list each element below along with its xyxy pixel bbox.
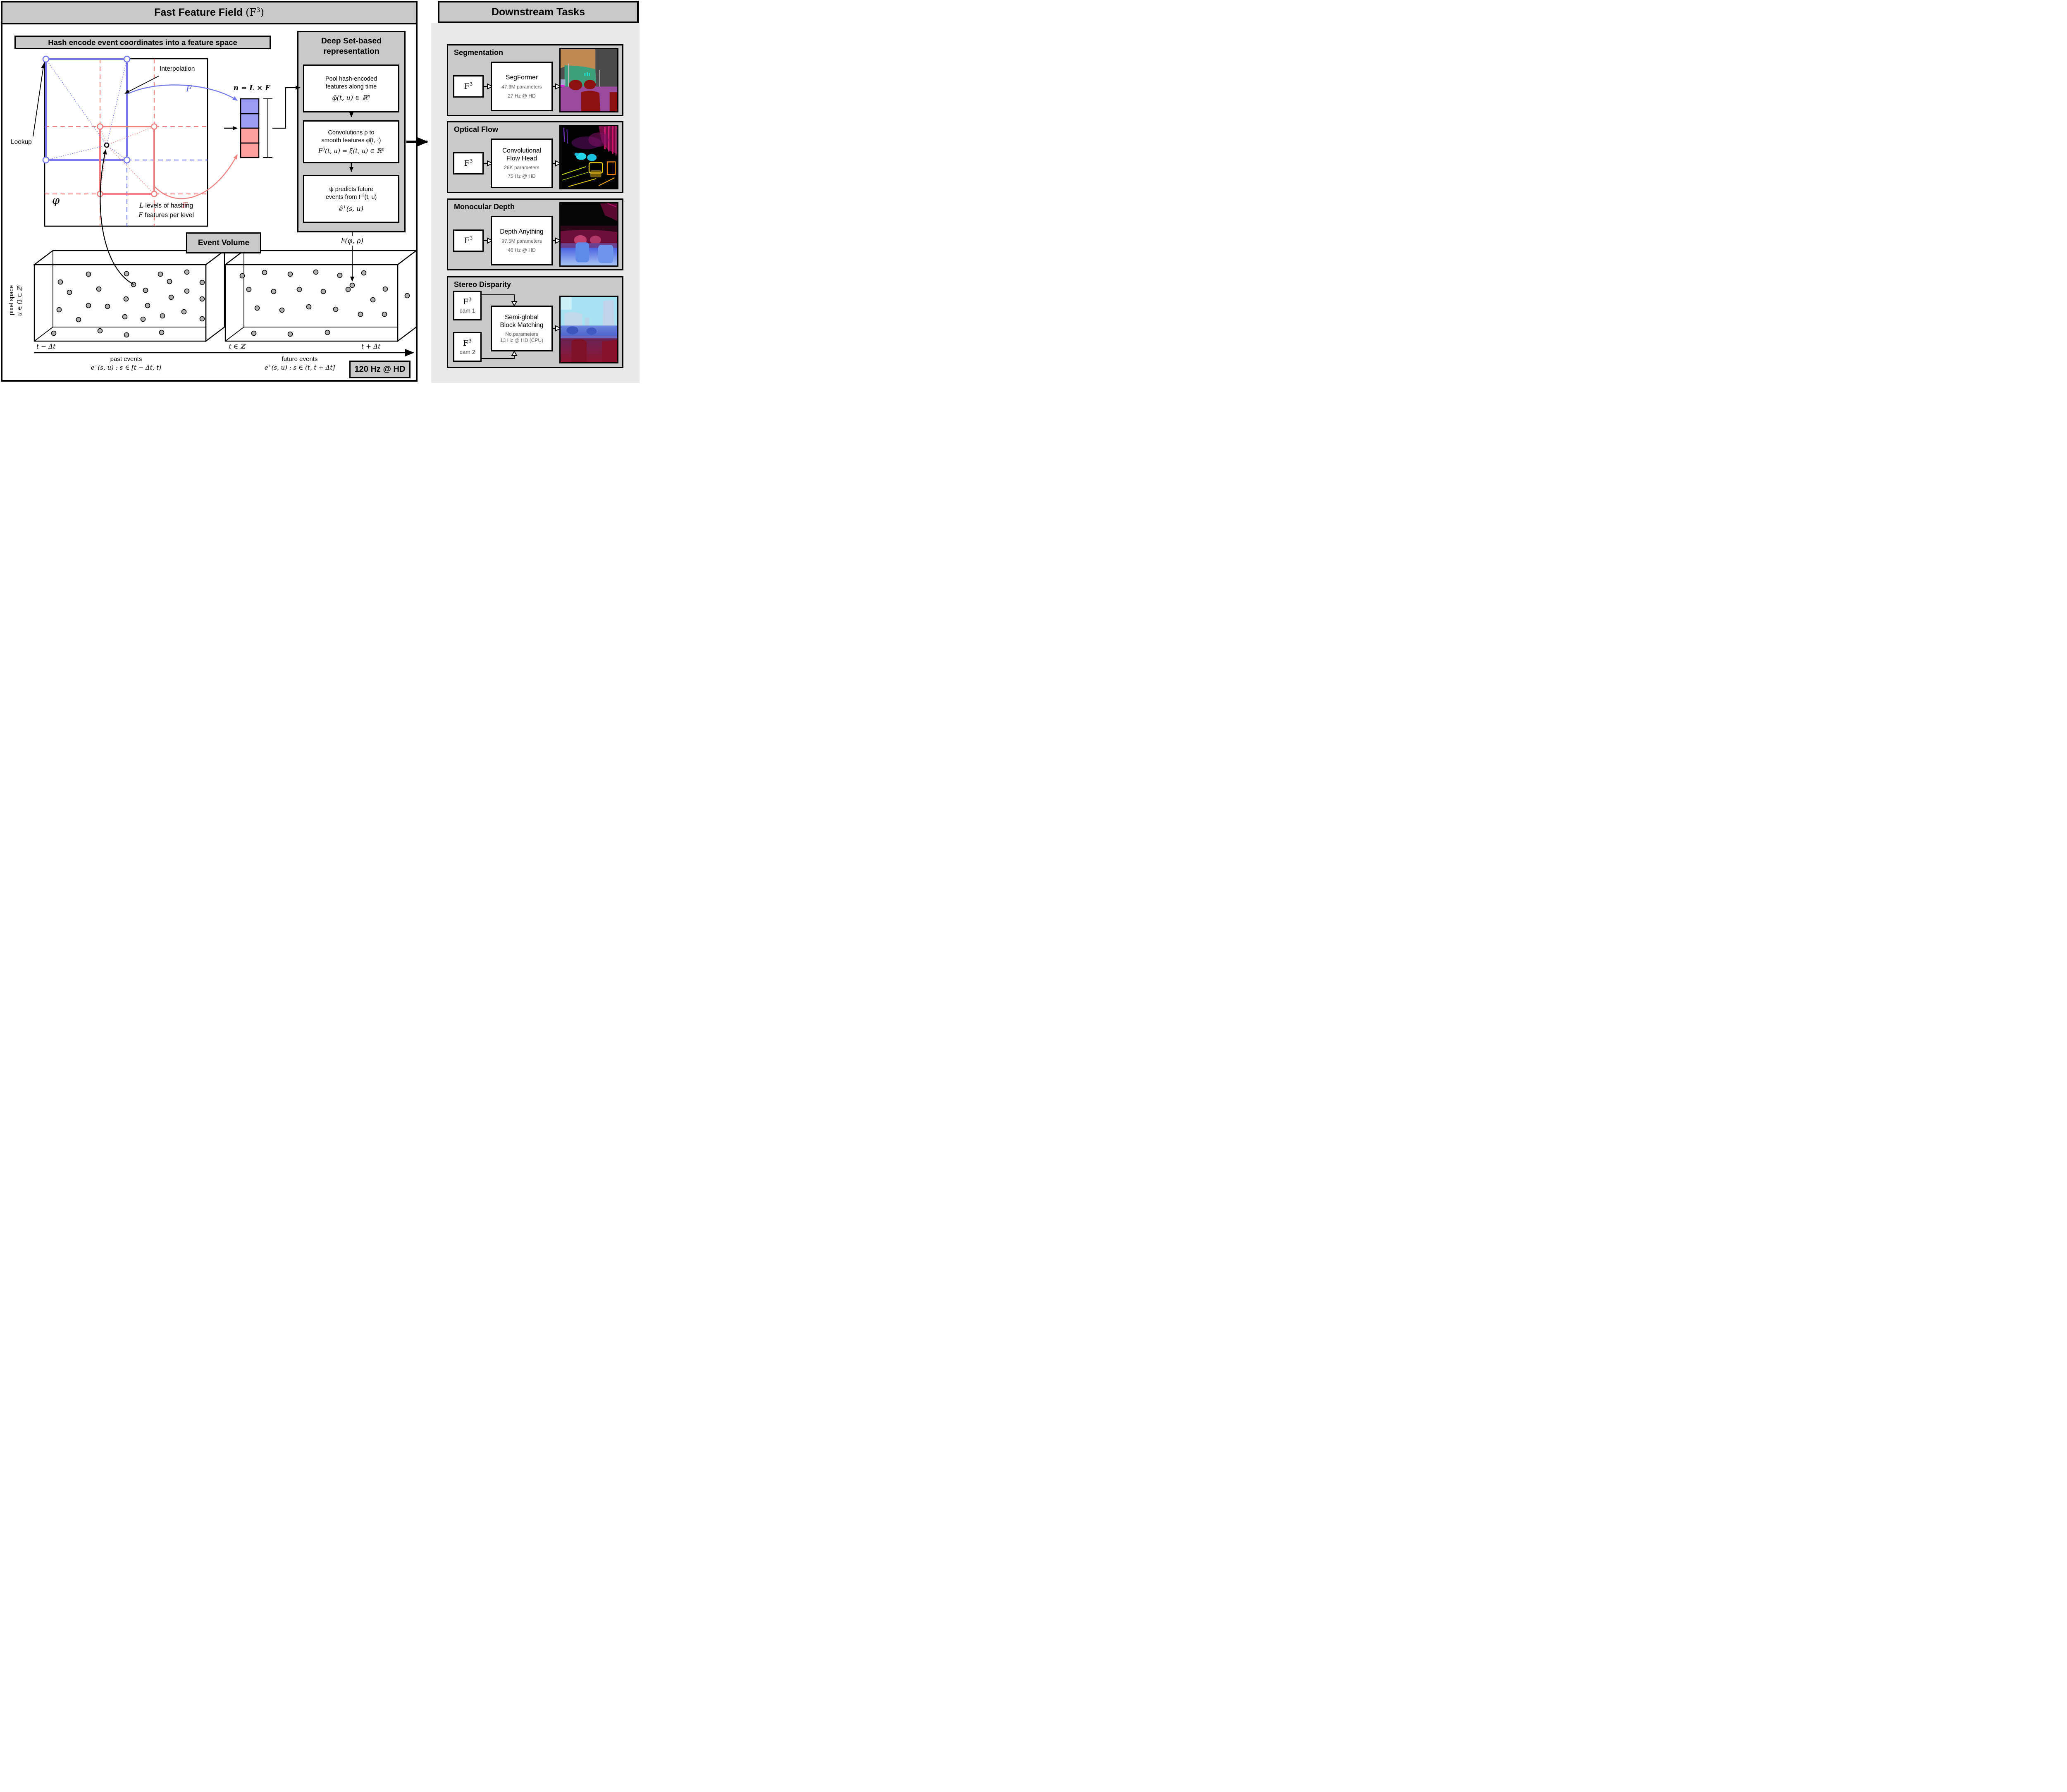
stereo-disparity-card: Stereo Disparity F3 cam 1 F3 cam 2 Semi-…: [447, 276, 623, 368]
figure-canvas: Fast Feature Field (F3) Hash encode even…: [0, 0, 640, 384]
t-mid-label: t ∈ ℤ: [229, 343, 245, 350]
event-to-query-arrow: [100, 149, 134, 285]
blue-hash-cell: [45, 58, 128, 161]
t-plus-label: t + Δt: [361, 343, 381, 350]
blue-interpolation-lines: [45, 59, 127, 160]
event-volume-header: Event Volume: [186, 232, 261, 253]
vector-size-bracket: [263, 98, 272, 158]
optical-flow-f3-box: F3: [453, 152, 484, 174]
blue-lattice-points: [42, 55, 131, 164]
left-panel-title: Fast Feature Field (F3): [154, 6, 264, 18]
red-f-label: F: [182, 200, 188, 210]
red-feature-arrow: [154, 154, 238, 199]
segmentation-result-image: [559, 48, 618, 112]
pool-formula: φ̄(t, u) ∈ ℝn: [332, 94, 370, 102]
stereo-disparity-card-arrows: [482, 294, 562, 359]
conv-formula: F3(t, u) = ξ̂(t, u) ∈ ℝp: [318, 147, 384, 155]
stereo-f3-cam1-box: F3 cam 1: [453, 291, 482, 320]
deepset-box: Deep Set-based representation Pool hash-…: [297, 31, 406, 232]
red-interpolation-lines: [100, 126, 155, 194]
psi-formula: ê+(s, u): [339, 204, 363, 213]
optical-flow-card-arrows: [484, 160, 562, 167]
downstream-title: Downstream Tasks: [491, 6, 585, 18]
segformer-box: SegFormer 47.3M parameters 27 Hz @ HD: [491, 62, 553, 111]
psi-box: ψ predicts future events from F3(t, u) ê…: [303, 175, 399, 223]
past-event-dots: [51, 269, 205, 338]
diagram-line-art: [33, 55, 418, 356]
psi-text: ψ predicts future events from F3(t, u): [325, 186, 377, 201]
vector-size-label: n = L × F: [233, 84, 270, 92]
optical-flow-result-image: [559, 125, 618, 189]
past-events-note: past events e−(s, u) : s ∈ [t − Δt, t): [91, 356, 162, 371]
interpolation-arrow: [124, 76, 159, 94]
segmentation-f3-box: F3: [453, 75, 484, 98]
left-panel-header: Fast Feature Field (F3): [1, 1, 418, 24]
t-minus-label: t − Δt: [36, 343, 56, 350]
hash-encode-header: Hash encode event coordinates into a fea…: [14, 36, 271, 49]
pool-box: Pool hash-encoded features along time φ̄…: [303, 65, 399, 112]
segmentation-title: Segmentation: [454, 48, 504, 57]
lookup-arrow: [33, 63, 45, 137]
monocular-depth-f3-box: F3: [453, 229, 484, 252]
stereo-f3-cam2-box: F3 cam 2: [453, 332, 482, 362]
future-events-note: future events e+(s, u) : s ∈ (t, t + Δt]: [264, 356, 335, 371]
pool-text: Pool hash-encoded features along time: [325, 76, 377, 90]
monocular-depth-card-arrows: [484, 237, 562, 244]
phi-label: φ: [52, 194, 60, 207]
monocular-depth-title: Monocular Depth: [454, 203, 515, 211]
optical-flow-title: Optical Flow: [454, 125, 499, 134]
future-event-dots: [239, 269, 410, 337]
red-lattice-points: [97, 123, 158, 197]
event-volume-title: Event Volume: [198, 238, 250, 247]
event-volume-right-box: [224, 249, 418, 342]
stereo-disparity-title: Stereo Disparity: [454, 280, 511, 289]
segmentation-card-arrows: [484, 83, 562, 90]
monocular-depth-result-image: [559, 202, 618, 267]
depth-anything-box: Depth Anything 97.5M parameters 46 Hz @ …: [491, 216, 553, 265]
deepset-title: Deep Set-based representation: [321, 36, 382, 56]
interpolation-label: Interpolation: [160, 65, 195, 72]
query-point: [104, 142, 110, 148]
feature-vector: [240, 98, 260, 158]
segmentation-card: Segmentation F3 SegFormer 47.3M paramete…: [447, 44, 623, 116]
lookup-label: Lookup: [11, 139, 32, 146]
rate-badge: 120 Hz @ HD: [349, 361, 411, 378]
conv-box: Convolutions ρ to smooth features φ̄(t, …: [303, 120, 399, 163]
pixel-space-label: pixel space u ∈ Ω ⊂ ℤ2: [8, 284, 23, 316]
hash-encode-title: Hash encode event coordinates into a fea…: [48, 38, 237, 47]
conv-text: Convolutions ρ to smooth features φ̄(t, …: [321, 129, 381, 144]
red-hash-cell: [99, 126, 155, 195]
stereo-disparity-result-image: [559, 296, 618, 363]
blue-f-label: F: [186, 84, 192, 93]
downstream-header: Downstream Tasks: [438, 1, 639, 23]
hash-levels-note: L levels of hashing F features per level: [138, 202, 194, 219]
blue-feature-arrow: [127, 84, 238, 101]
monocular-depth-card: Monocular Depth F3 Depth Anything 97.5M …: [447, 198, 623, 270]
